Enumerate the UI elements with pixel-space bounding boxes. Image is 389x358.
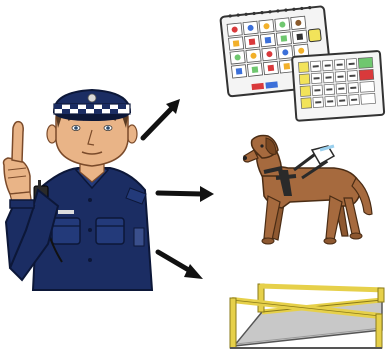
arrow-right-icon bbox=[158, 186, 214, 202]
police-cap-icon bbox=[54, 90, 130, 121]
arrow-up-right-icon bbox=[143, 99, 180, 138]
arrow-down-right-icon bbox=[158, 252, 203, 279]
raised-hand bbox=[4, 122, 33, 210]
police-officer bbox=[4, 90, 153, 290]
ramp-icon bbox=[230, 284, 384, 348]
communication-board-icon bbox=[220, 5, 384, 121]
guide-dog-icon bbox=[243, 136, 372, 245]
